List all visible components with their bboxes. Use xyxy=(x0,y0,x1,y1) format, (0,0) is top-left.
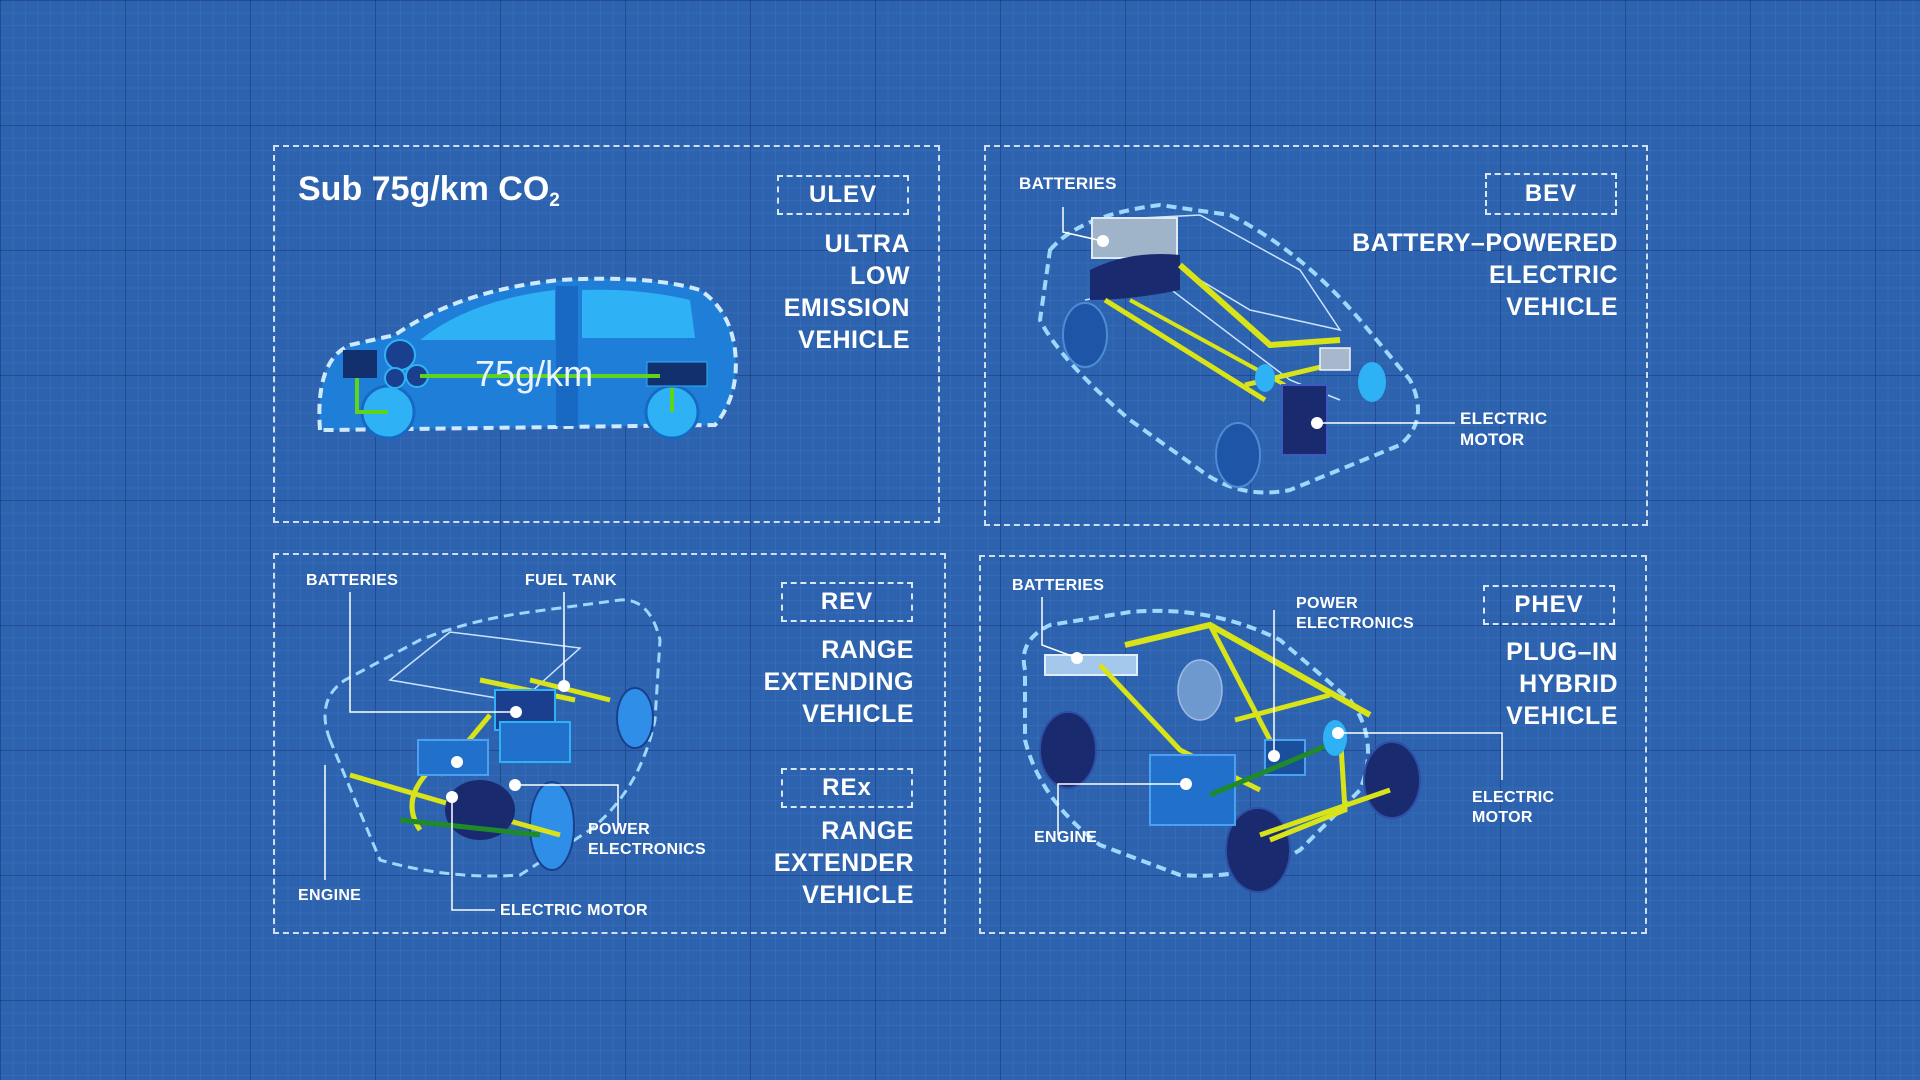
rev-tag: REV xyxy=(781,582,913,622)
rev-power-electronics-line: ELECTRONICS xyxy=(588,841,706,858)
rev-desc-line: RANGE xyxy=(821,636,914,664)
rev-car-illustration xyxy=(323,592,662,911)
bev-desc-line: VEHICLE xyxy=(1506,293,1618,321)
rev-panel xyxy=(273,553,946,934)
phev-desc-line: PLUG–IN xyxy=(1506,638,1618,666)
rex-description: RANGE EXTENDER VEHICLE xyxy=(700,815,914,911)
phev-engine-label: ENGINE xyxy=(1034,829,1098,846)
phev-power-electronics-label: POWER ELECTRONICS xyxy=(1296,594,1414,634)
rev-fuel-tank-label: FUEL TANK xyxy=(525,572,617,589)
bev-batteries-label: BATTERIES xyxy=(1019,174,1117,193)
ulev-tag: ULEV xyxy=(777,175,909,215)
bev-panel xyxy=(984,145,1648,526)
bev-description: BATTERY–POWERED ELECTRIC VEHICLE xyxy=(1320,227,1618,323)
ulev-desc-line: ULTRA xyxy=(824,230,910,258)
rev-power-electronics-line: POWER xyxy=(588,821,650,838)
ulev-desc-line: EMISSION xyxy=(783,294,910,322)
phev-description: PLUG–IN HYBRID VEHICLE xyxy=(1400,636,1618,732)
phev-electric-motor-line: MOTOR xyxy=(1472,809,1533,826)
bev-tag: BEV xyxy=(1485,173,1617,215)
phev-power-electronics-line: POWER xyxy=(1296,595,1358,612)
phev-tag: PHEV xyxy=(1483,585,1615,625)
rev-tag-label: REV xyxy=(820,588,874,615)
ulev-title-text: Sub 75g/km CO xyxy=(298,170,550,208)
ulev-description: ULTRA LOW EMISSION VEHICLE xyxy=(700,228,910,356)
ulev-desc-line: VEHICLE xyxy=(798,326,910,354)
bev-tag-label: BEV xyxy=(1524,180,1578,207)
phev-electric-motor-line: ELECTRIC xyxy=(1472,789,1555,806)
ulev-title-subscript: 2 xyxy=(549,190,560,211)
phev-electric-motor-label: ELECTRIC MOTOR xyxy=(1472,788,1554,828)
phev-car-illustration xyxy=(1021,597,1503,893)
rev-batteries-label: BATTERIES xyxy=(306,572,399,589)
rex-tag-label: REx xyxy=(822,774,872,801)
rex-tag: REx xyxy=(781,768,913,808)
bev-electric-motor-label: ELECTRIC MOTOR xyxy=(1460,408,1547,450)
ulev-tag-label: ULEV xyxy=(808,181,877,208)
bev-car-illustration xyxy=(1037,202,1455,495)
phev-tag-label: PHEV xyxy=(1514,591,1584,618)
rev-electric-motor-label: ELECTRIC MOTOR xyxy=(500,902,648,919)
rex-desc-line: VEHICLE xyxy=(802,881,914,909)
ulev-panel xyxy=(273,145,940,523)
rev-power-electronics-label: POWER ELECTRONICS xyxy=(588,820,706,860)
ulev-car-metric: 75g/km xyxy=(475,353,594,394)
bev-desc-line: BATTERY–POWERED xyxy=(1352,229,1618,257)
bev-electric-motor-line: MOTOR xyxy=(1460,430,1525,449)
rex-desc-line: RANGE xyxy=(821,817,914,845)
phev-desc-line: VEHICLE xyxy=(1506,702,1618,730)
rev-desc-line: VEHICLE xyxy=(802,700,914,728)
rev-desc-line: EXTENDING xyxy=(763,668,914,696)
rex-desc-line: EXTENDER xyxy=(773,849,914,877)
phev-desc-line: HYBRID xyxy=(1519,670,1618,698)
bev-electric-motor-line: ELECTRIC xyxy=(1460,409,1548,428)
rev-description: RANGE EXTENDING VEHICLE xyxy=(700,634,914,730)
ulev-desc-line: LOW xyxy=(850,262,910,290)
rev-engine-label: ENGINE xyxy=(298,887,362,904)
phev-batteries-label: BATTERIES xyxy=(1012,577,1105,594)
ulev-car-illustration xyxy=(317,276,738,440)
bev-desc-line: ELECTRIC xyxy=(1489,261,1618,289)
phev-panel xyxy=(979,555,1647,934)
ulev-title: Sub 75g/km CO2 xyxy=(298,170,560,212)
phev-power-electronics-line: ELECTRONICS xyxy=(1296,615,1414,632)
